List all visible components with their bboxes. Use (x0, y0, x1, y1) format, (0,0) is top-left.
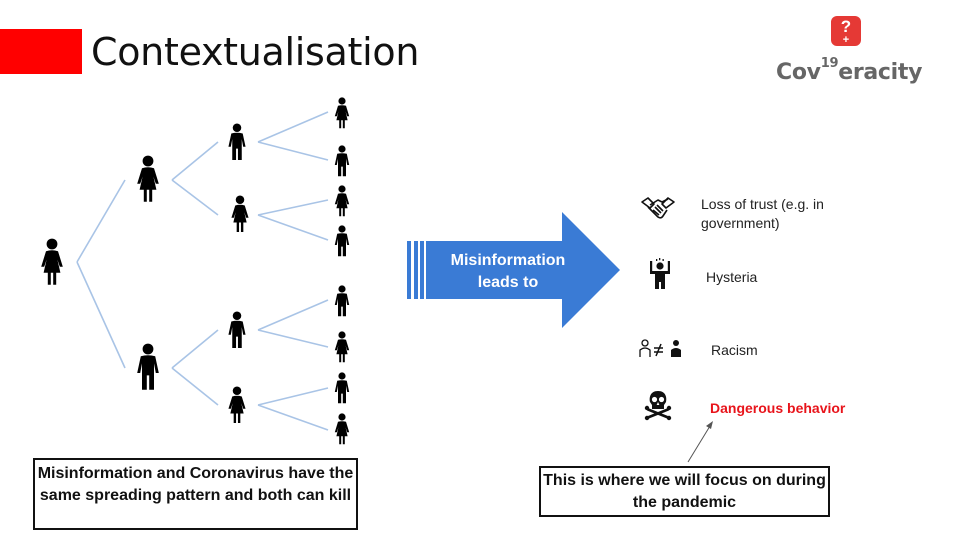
big-arrow (407, 212, 620, 328)
person-icon (334, 331, 350, 363)
spread-lines (76, 111, 329, 431)
person-icon (231, 195, 249, 233)
person-icon (41, 238, 63, 285)
person-not-equal-person-icon (639, 339, 681, 357)
person-icon (334, 97, 350, 129)
handshake-icon (641, 197, 675, 219)
people-figures (41, 97, 350, 445)
person-icon (334, 225, 350, 257)
panicking-person-icon (650, 258, 670, 289)
logo-text: Cov19eracity (776, 56, 923, 85)
pointer-arrow (687, 421, 713, 463)
question-plus-icon: ?+ (831, 16, 861, 46)
effect-label-trust: Loss of trust (e.g. in government) (701, 196, 824, 231)
person-icon (334, 185, 350, 217)
person-icon (334, 285, 350, 317)
skull-crossbones-icon (644, 391, 672, 421)
effect-label-racism: Racism (711, 342, 758, 358)
arrow-label: Misinformation leads to (450, 252, 566, 291)
person-icon (228, 386, 246, 424)
focus-note: This is where we will focus on during th… (539, 466, 830, 517)
person-icon (228, 123, 246, 161)
effect-label-hysteria: Hysteria (706, 269, 758, 285)
person-icon (334, 372, 350, 404)
effect-label-dangerous-behavior: Dangerous behavior (710, 400, 846, 416)
person-icon (334, 145, 350, 177)
person-icon (228, 311, 246, 349)
person-icon (334, 413, 350, 445)
person-icon (137, 343, 159, 390)
spreading-pattern-note: Misinformation and Coronavirus have the … (33, 458, 358, 530)
title-accent-block (0, 29, 82, 74)
coveracity-logo: ?+ Cov19eracity (770, 14, 923, 94)
page-title: Contextualisation (91, 30, 420, 74)
person-icon (137, 155, 159, 202)
